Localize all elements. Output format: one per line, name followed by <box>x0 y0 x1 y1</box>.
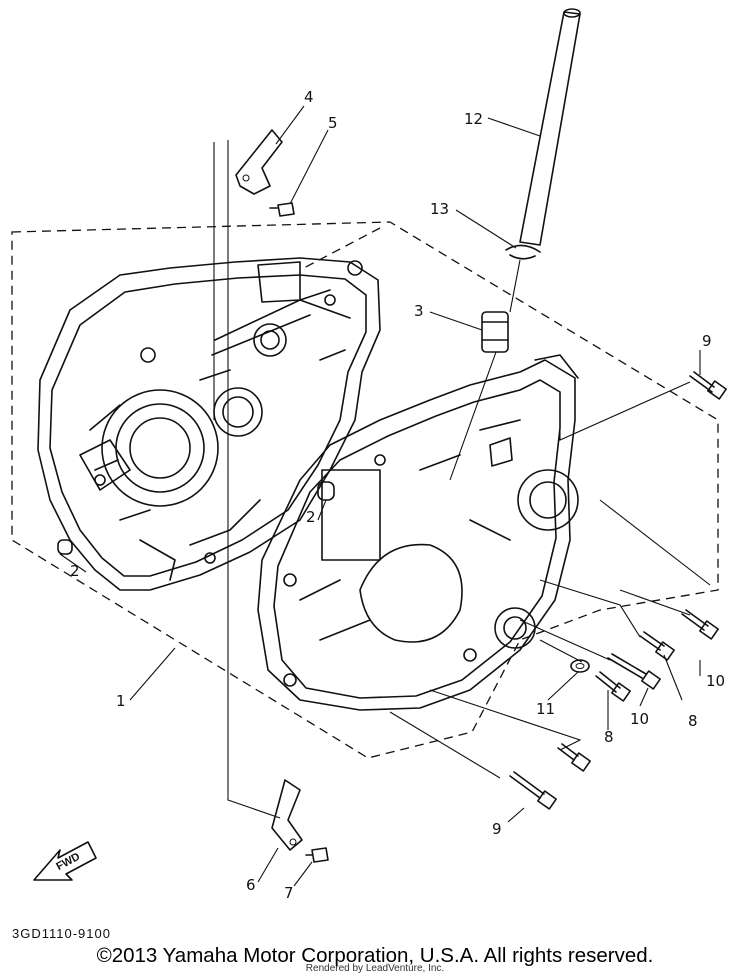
copyright-notice: ©2013 Yamaha Motor Corporation, U.S.A. A… <box>96 944 654 967</box>
plate-part-6 <box>271 779 303 851</box>
leader-lines <box>59 105 711 887</box>
collar-part-3 <box>481 311 509 353</box>
callout-4: 4 <box>304 88 314 106</box>
callout-10-lower: 10 <box>630 710 649 728</box>
hose-clip-part-13 <box>505 244 541 260</box>
plate-part-4 <box>235 129 283 195</box>
bolt-part-10-upper <box>681 609 719 640</box>
left-crankcase-half <box>37 257 381 591</box>
callout-9-lower: 9 <box>492 820 502 838</box>
screw-part-5 <box>269 202 295 217</box>
right-crankcase-half <box>257 354 579 711</box>
callout-2-left: 2 <box>70 562 80 580</box>
assembly-boundary <box>11 221 719 759</box>
bolt-part-9-lower <box>509 771 557 810</box>
bolt-part-9-upper <box>689 371 727 400</box>
callout-labels: 1 2 2 3 4 5 6 7 8 8 9 9 10 10 11 12 13 <box>70 88 725 902</box>
callout-10-upper: 10 <box>706 672 725 690</box>
rendered-by-notice: Rendered by LeadVenture, Inc. <box>305 963 445 974</box>
callout-8-right: 8 <box>688 712 698 730</box>
washer-part-11 <box>570 659 590 673</box>
callout-3: 3 <box>414 302 424 320</box>
callout-8-lower: 8 <box>604 728 614 746</box>
callout-12: 12 <box>464 110 483 128</box>
breather-hose-part-12 <box>519 8 581 246</box>
callout-2-center: 2 <box>306 508 316 526</box>
callout-1: 1 <box>116 692 126 710</box>
callout-5: 5 <box>328 114 338 132</box>
bolt-part-8-right <box>639 631 675 661</box>
screw-part-7 <box>305 847 329 863</box>
callout-11: 11 <box>536 700 555 718</box>
part-code: 3GD1110-9100 <box>12 926 111 941</box>
dowel-pin-left <box>57 539 73 555</box>
bolt-part-10-lower <box>607 653 661 690</box>
fwd-arrow-icon: FWD <box>33 841 97 881</box>
callout-13: 13 <box>430 200 449 218</box>
callout-9-upper: 9 <box>702 332 712 350</box>
callout-6: 6 <box>246 876 256 894</box>
bolt-part-8-lower <box>595 671 631 702</box>
callout-7: 7 <box>284 884 294 902</box>
